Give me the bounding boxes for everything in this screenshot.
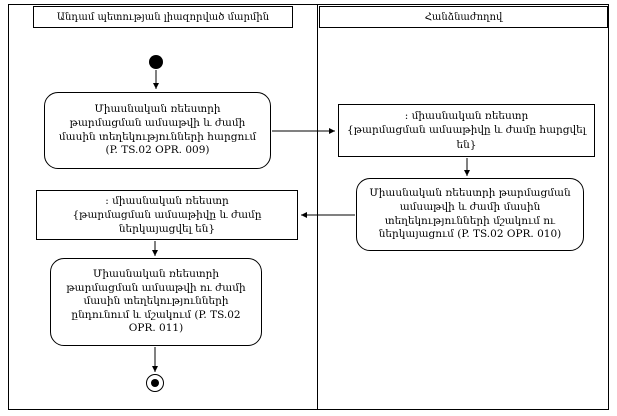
end-node xyxy=(146,374,164,392)
object-state: {թարմացման ամսաթիվը և ժամը ներկայացվել ե… xyxy=(72,208,262,236)
lane-header-commission: Հանձնաժողով xyxy=(319,6,608,28)
object-register-presented: : միասնական ռեեստր {թարմացման ամսաթիվը և… xyxy=(36,190,298,240)
object-title: : միասնական ռեեստր xyxy=(404,110,529,123)
activity-request-update-info: Միասնական ռեեստրի թարմացման ամսաթվի և ժա… xyxy=(44,92,271,169)
lane-header-authorized-body: Անդամ պետության լիազորված մարմին xyxy=(33,6,293,28)
end-node-inner xyxy=(151,379,159,387)
object-register-requested: : միասնական ռեեստր {թարմացման ամսաթիվը և… xyxy=(338,104,595,157)
diagram-border xyxy=(8,4,609,410)
activity-process-present-info: Միասնական ռեեստրի թարմացման ամսաթվի և ժա… xyxy=(356,178,584,251)
start-node xyxy=(149,55,163,69)
object-title: : միասնական ռեեստր xyxy=(105,194,229,207)
activity-receive-process-info: Միասնական ռեեստրի թարմացման ամսաթվի ու ժ… xyxy=(50,258,262,346)
object-state: {թարմացման ամսաթիվը և ժամը հարցվել են} xyxy=(347,124,586,151)
lane-divider xyxy=(317,4,318,410)
